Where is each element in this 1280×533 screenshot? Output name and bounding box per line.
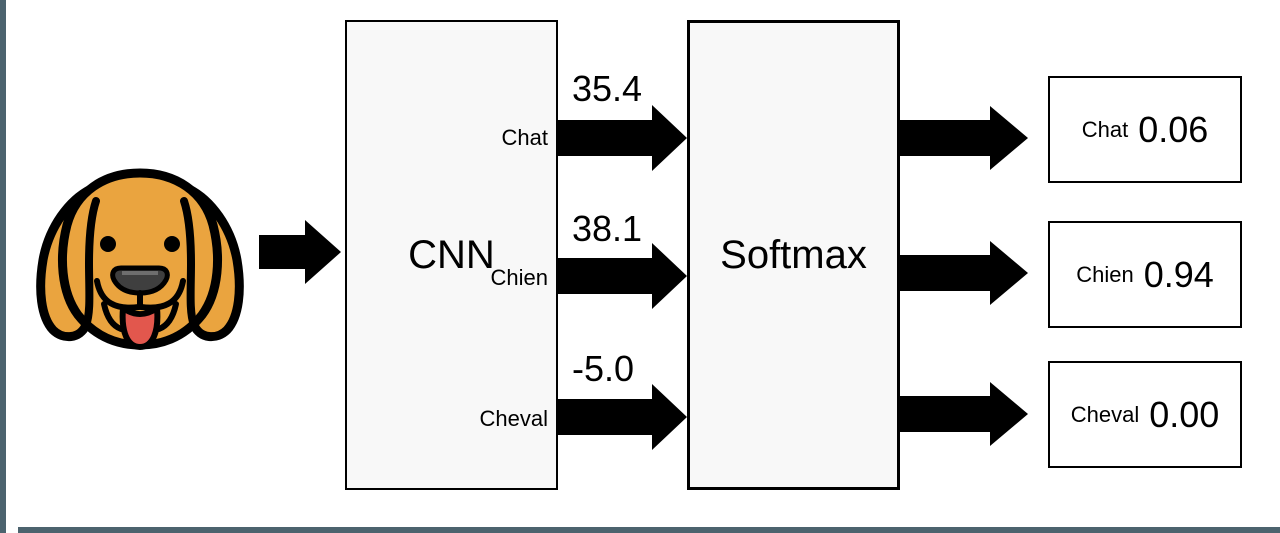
arrow-shape — [558, 384, 687, 450]
output-prob-value: 0.94 — [1143, 253, 1214, 295]
arrow-shape — [900, 106, 1028, 170]
dog-eye-left — [100, 236, 116, 252]
softmax-label: Softmax — [720, 233, 867, 277]
dog-eye-right — [164, 236, 180, 252]
dog-ear-inner-left — [82, 197, 100, 329]
dog-jowl-left — [94, 278, 142, 311]
input-arrow-shape — [259, 220, 341, 284]
softmax-box: Softmax — [687, 20, 900, 490]
output-class-label: Chat — [1081, 116, 1129, 142]
left-edge-bar — [0, 0, 6, 533]
output-box-chien: Chien 0.94 — [1048, 221, 1242, 328]
dog-jowl-right — [138, 278, 186, 311]
cnn-output-label-chat: Chat — [501, 125, 548, 150]
arrow-shape — [900, 241, 1028, 305]
dog-ear-inner-right — [180, 197, 198, 329]
logit-value-cheval: -5.0 — [572, 348, 635, 389]
arrow-softmax-to-output-chat — [900, 106, 1028, 170]
arrow-softmax-to-output-cheval — [900, 382, 1028, 446]
logit-value-chat: 35.4 — [572, 68, 643, 109]
arrow-shape — [558, 243, 687, 309]
cnn-label: CNN — [408, 233, 495, 277]
arrow-shape — [900, 382, 1028, 446]
dog-chin-right — [156, 301, 179, 332]
output-box-cheval: Cheval 0.00 — [1048, 361, 1242, 468]
logit-value-chien: 38.1 — [572, 208, 643, 249]
arrow-cnn-to-softmax-cheval — [558, 384, 687, 450]
dog-face-icon — [36, 168, 244, 350]
output-prob-value: 0.06 — [1138, 108, 1209, 150]
arrow-cnn-to-softmax-chat — [558, 105, 687, 171]
output-class-label: Chien — [1076, 261, 1134, 287]
arrow-softmax-to-output-chien — [900, 241, 1028, 305]
output-class-label: Cheval — [1070, 401, 1140, 427]
input-arrow-icon — [259, 220, 341, 284]
cnn-box: CNN Chat Chien Cheval — [345, 20, 558, 490]
cnn-output-label-chien: Chien — [490, 265, 548, 290]
output-prob-value: 0.00 — [1149, 393, 1220, 435]
input-image-dog — [30, 168, 250, 363]
dog-tongue — [119, 305, 161, 350]
arrow-shape — [558, 105, 687, 171]
cnn-output-label-cheval: Cheval — [479, 406, 548, 431]
arrow-cnn-to-softmax-chien — [558, 243, 687, 309]
dog-chin-left — [101, 301, 124, 332]
horizontal-scrollbar[interactable] — [18, 527, 1280, 533]
output-box-chat: Chat 0.06 — [1048, 76, 1242, 183]
